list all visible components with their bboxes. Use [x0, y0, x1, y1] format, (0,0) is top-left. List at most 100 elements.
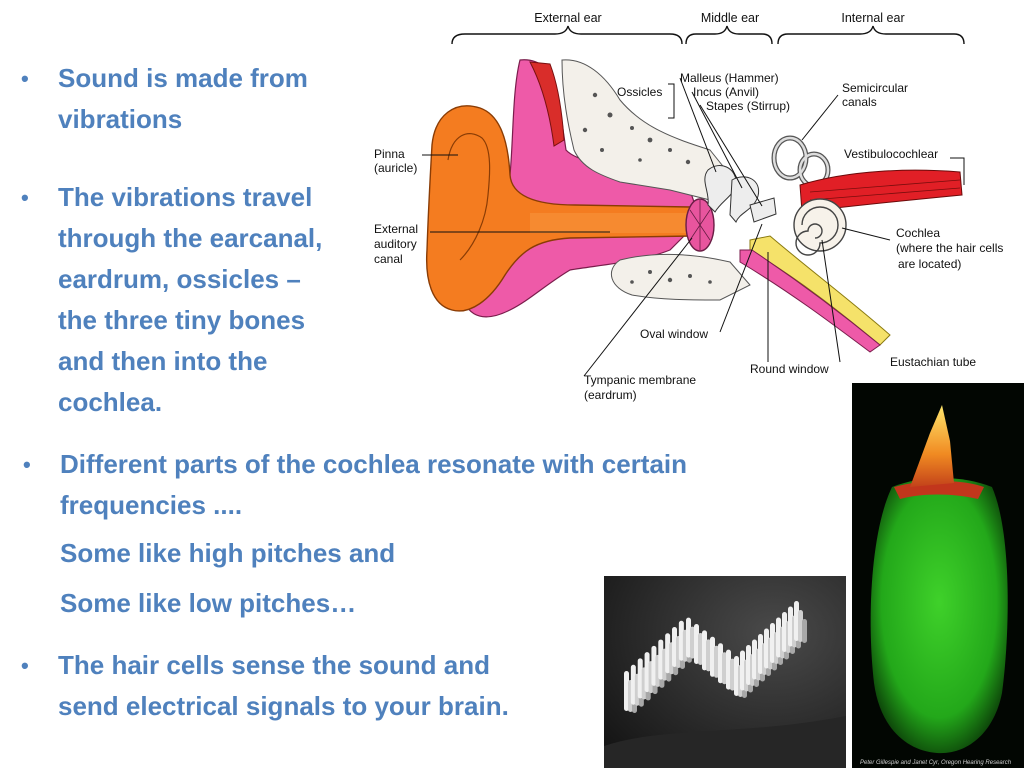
label-external-canal-3: canal: [374, 252, 403, 266]
region-middle-ear: Middle ear: [701, 11, 759, 25]
ossicles-shape: [704, 165, 777, 223]
hair-cell-fluorescence-image: Peter Gillespie and Janet Cyr, Oregon He…: [852, 383, 1024, 768]
stereocilium: [788, 606, 793, 647]
label-oval-window: Oval window: [640, 327, 708, 341]
label-pinna-2: (auricle): [374, 161, 417, 175]
ear-anatomy-svg: External ear Middle ear Internal ear: [374, 11, 1003, 402]
nerve-lines: [809, 179, 961, 201]
label-cochlea-2: (where the hair cells: [896, 241, 1003, 255]
stereocilium: [624, 671, 629, 711]
bullet-2-line-3: eardrum, ossicles –: [58, 264, 301, 294]
stereocilium: [644, 652, 650, 693]
bullet-2-line-2: through the earcanal,: [58, 223, 323, 253]
stereocilium: [752, 639, 757, 680]
eustachian-tube-shape: [749, 235, 891, 346]
stereocilium: [730, 658, 735, 691]
bullet-3-line-2: frequencies ....: [60, 490, 243, 520]
cell-body: [870, 478, 1008, 754]
stereocilium: [694, 624, 699, 664]
stereocilium: [690, 626, 695, 659]
stereocilium: [794, 601, 799, 641]
micrograph-svg: [604, 576, 846, 768]
bullet-4: • The hair cells sense the sound and sen…: [21, 645, 509, 727]
ear-anatomy-diagram: External ear Middle ear Internal ear: [370, 0, 1024, 405]
stereocilium: [718, 643, 723, 684]
bullet-dot: •: [21, 653, 29, 678]
sub-line-low: Some like low pitches…: [60, 588, 357, 618]
bullet-2-line-1: The vibrations travel: [58, 182, 313, 212]
label-pinna-1: Pinna: [374, 147, 405, 161]
pinna-shape: [425, 105, 693, 312]
stereocilium: [706, 639, 711, 672]
label-semicircular-2: canals: [842, 95, 877, 109]
stereocilium: [746, 645, 751, 685]
bone-texture: [582, 92, 712, 284]
region-internal-ear: Internal ear: [841, 11, 904, 25]
bullet-1: • Sound is made from vibrations: [21, 58, 308, 140]
stereocilium: [698, 633, 703, 665]
stereocilium: [710, 636, 715, 677]
stereocilium: [776, 617, 781, 658]
label-malleus: Malleus (Hammer): [680, 71, 779, 85]
stereocilium: [798, 610, 803, 642]
lower-bone: [610, 253, 751, 301]
semicircular-inner: [772, 136, 830, 188]
stereocilium: [630, 664, 636, 705]
muscle-strip: [529, 61, 565, 147]
pinna-fold: [447, 133, 491, 261]
stereocilium: [764, 628, 769, 669]
leader-lines: [422, 77, 965, 377]
stereocilium: [722, 652, 727, 685]
bullet-3: • Different parts of the cochlea resonat…: [23, 444, 688, 526]
stereocilium: [658, 639, 664, 680]
label-cochlea-3: are located): [898, 257, 961, 271]
label-tympanic-1: Tympanic membrane: [584, 373, 696, 387]
vestibulocochlear-nerve: [799, 169, 963, 213]
bullet-1-line-1: Sound is made from: [58, 63, 308, 93]
stereocilia-rows: [624, 601, 807, 713]
fluorescence-svg: [870, 405, 1008, 754]
label-tympanic-2: (eardrum): [584, 388, 637, 402]
bullet-dot: •: [21, 66, 29, 91]
stereocilium: [802, 619, 807, 643]
eustachian-wall: [739, 249, 881, 353]
stereocilium: [672, 627, 677, 667]
label-external-canal-1: External: [374, 222, 418, 236]
cochlea-shape: [793, 198, 847, 256]
bullet-1-line-2: vibrations: [58, 104, 183, 134]
region-braces: [451, 25, 965, 45]
stereocilium: [758, 634, 763, 674]
bullet-3-line-1: Different parts of the cochlea resonate …: [60, 449, 688, 479]
bullet-dot: •: [21, 185, 29, 210]
label-vestibulocochlear: Vestibulocochlear: [844, 147, 938, 161]
label-ossicles: Ossicles: [617, 85, 662, 99]
label-external-canal-2: auditory: [374, 237, 417, 251]
label-incus: Incus (Anvil): [693, 85, 759, 99]
ear-canal: [530, 213, 690, 233]
stereocilia-tip: [910, 405, 954, 487]
bullet-dot: •: [23, 452, 31, 477]
hair-bundle-micrograph: [604, 576, 846, 768]
stereocilium: [770, 623, 775, 663]
label-semicircular-1: Semicircular: [842, 81, 908, 95]
photo-credit: Peter Gillespie and Janet Cyr, Oregon He…: [860, 760, 1012, 766]
region-external-ear: External ear: [534, 11, 601, 25]
stereocilium: [686, 617, 691, 658]
stereocilium: [637, 658, 643, 699]
bullet-4-line-1: The hair cells sense the sound and: [58, 650, 491, 680]
bullet-2: • The vibrations travel through the earc…: [21, 177, 323, 423]
stereocilium: [714, 645, 719, 678]
bullet-4-line-2: send electrical signals to your brain.: [58, 691, 509, 721]
membrane-lines: [689, 200, 711, 250]
label-round-window: Round window: [750, 362, 829, 376]
stereocilium: [702, 630, 707, 671]
stereocilium: [782, 612, 787, 652]
sub-line-high: Some like high pitches and: [60, 538, 396, 568]
bullet-2-line-4: the three tiny bones: [58, 305, 306, 335]
stereocilium: [651, 645, 657, 686]
stereocilium: [734, 656, 739, 696]
stereocilium: [678, 620, 684, 661]
label-eustachian: Eustachian tube: [890, 355, 976, 369]
bullet-2-line-6: cochlea.: [58, 387, 163, 417]
stereocilium: [726, 649, 731, 690]
